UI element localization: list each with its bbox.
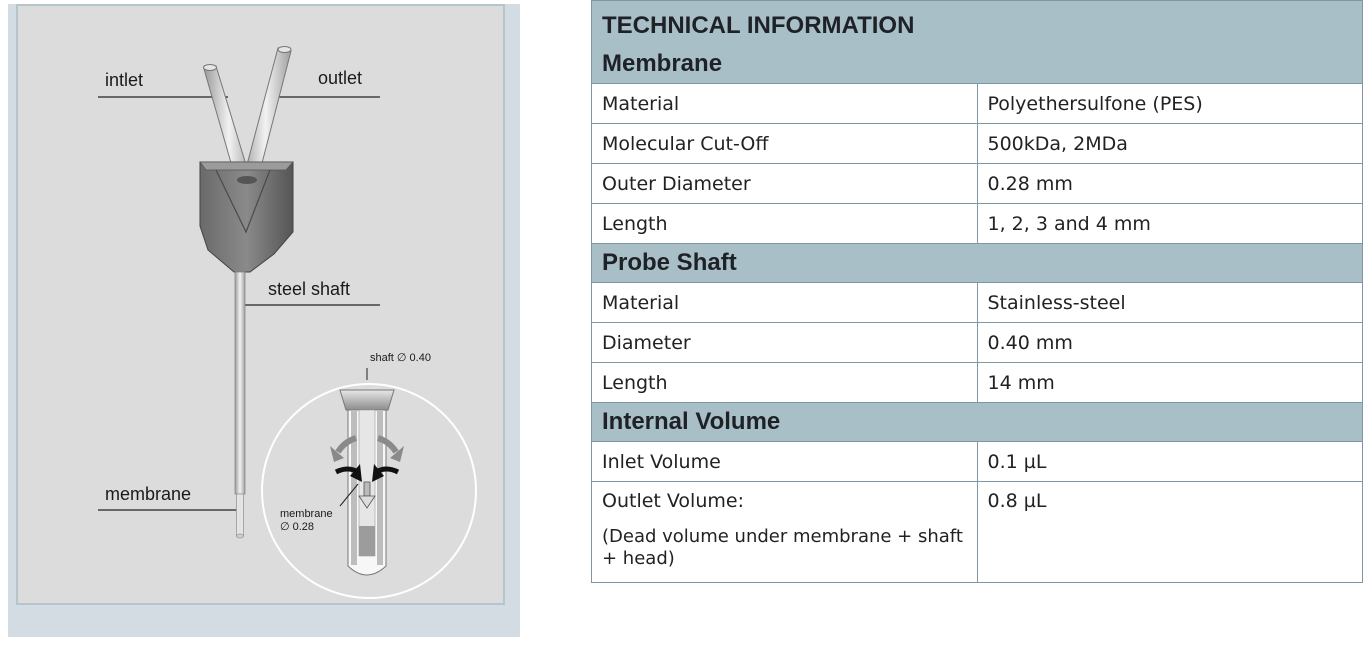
steel-shaft-label: steel shaft [268, 279, 351, 299]
row-label: Diameter [591, 322, 978, 363]
section-heading: Internal Volume [591, 402, 1363, 442]
table-row: Length 14 mm [591, 362, 1363, 403]
magnified-view [261, 368, 477, 599]
table-row: Material Polyethersulfone (PES) [591, 83, 1363, 124]
outlet-tube [239, 46, 292, 195]
membrane-small-leader [339, 483, 359, 507]
row-value: 0.40 mm [976, 322, 1363, 363]
membrane-tip [236, 493, 244, 539]
membrane-diameter-label: ∅ 0.28 [280, 521, 315, 533]
probe-diagram [98, 46, 477, 599]
row-label: Length [591, 203, 978, 244]
section-heading: Probe Shaft [591, 243, 1363, 283]
section-header-internal-volume: Internal Volume [591, 402, 1363, 442]
table-title: TECHNICAL INFORMATION [591, 0, 1363, 45]
row-label: Material [591, 282, 978, 323]
table-row: Outer Diameter 0.28 mm [591, 163, 1363, 204]
row-label: Material [591, 83, 978, 124]
row-label: Length [591, 362, 978, 403]
section-header-probe-shaft: Probe Shaft [591, 243, 1363, 283]
inlet-label: intlet [105, 70, 144, 90]
row-label-cell: Outlet Volume: (Dead volume under membra… [591, 481, 978, 583]
membrane-label: membrane [105, 484, 192, 504]
outlet-label: outlet [318, 68, 363, 88]
row-value: 14 mm [976, 362, 1363, 403]
membrane-small-label: membrane [280, 508, 333, 520]
table-title-row: TECHNICAL INFORMATION [591, 0, 1363, 45]
steel-shaft [234, 271, 246, 495]
figure-frame: intlet outlet steel shaft membrane shaft… [8, 4, 520, 637]
section-header-membrane: Membrane [591, 45, 1363, 84]
table-row: Length 1, 2, 3 and 4 mm [591, 203, 1363, 244]
probe-head [199, 161, 294, 273]
row-label: Inlet Volume [591, 441, 978, 482]
row-note: (Dead volume under membrane + shaft + he… [602, 526, 963, 569]
row-value: 500kDa, 2MDa [976, 123, 1363, 164]
shaft-diameter-label: shaft ∅ 0.40 [370, 352, 431, 364]
section-heading: Membrane [591, 45, 1363, 84]
table-row: Outlet Volume: (Dead volume under membra… [591, 481, 1363, 583]
row-value: 1, 2, 3 and 4 mm [976, 203, 1363, 244]
table-row: Material Stainless-steel [591, 282, 1363, 323]
probe-illustration: intlet outlet steel shaft membrane shaft… [16, 4, 505, 605]
row-label: Molecular Cut-Off [591, 123, 978, 164]
row-value: 0.1 µL [976, 441, 1363, 482]
row-value: Stainless-steel [976, 282, 1363, 323]
technical-information-table: TECHNICAL INFORMATION Membrane Material … [591, 0, 1363, 583]
table-row: Diameter 0.40 mm [591, 322, 1363, 363]
row-label: Outlet Volume: [602, 490, 744, 512]
row-label: Outer Diameter [591, 163, 978, 204]
table-row: Inlet Volume 0.1 µL [591, 441, 1363, 482]
row-value: Polyethersulfone (PES) [976, 83, 1363, 124]
table-row: Molecular Cut-Off 500kDa, 2MDa [591, 123, 1363, 164]
row-value: 0.8 µL [976, 481, 1363, 583]
row-value: 0.28 mm [976, 163, 1363, 204]
